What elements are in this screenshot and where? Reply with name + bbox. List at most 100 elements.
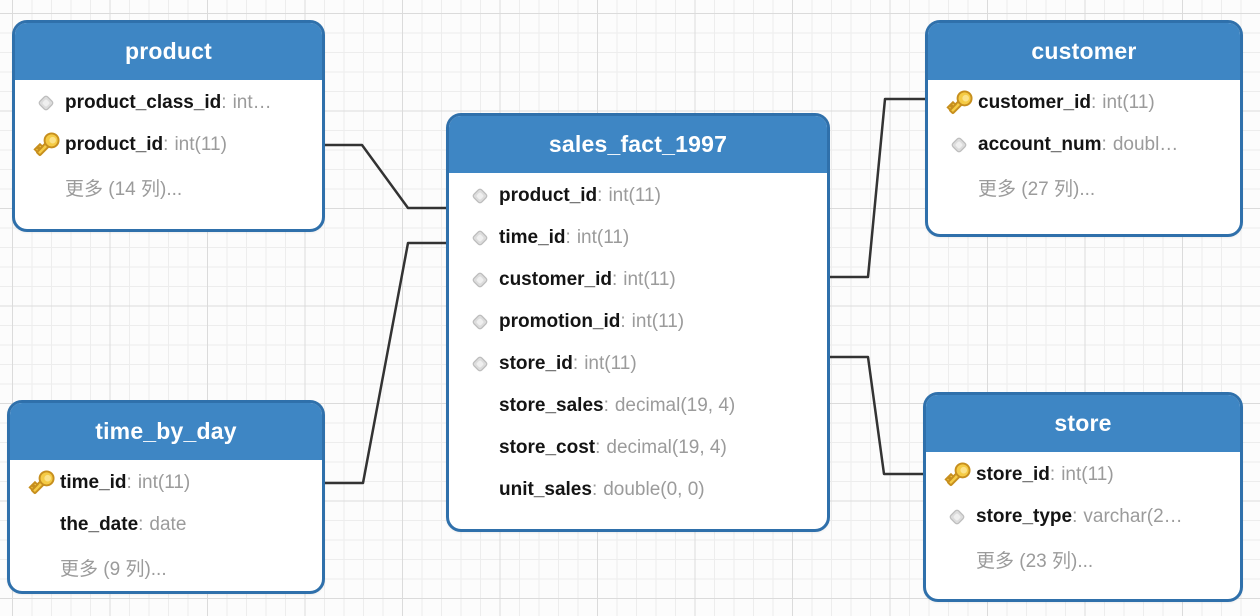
table-title: sales_fact_1997 [548,131,728,157]
field-type: int(11) [608,185,661,206]
primary-key-icon [938,459,976,492]
field-name: promotion_id [499,311,621,332]
table-title: product [125,38,212,64]
field-name: product_id [499,185,598,206]
field-separator: : [163,134,169,155]
field-type: int… [232,92,272,113]
field-name: store_type [976,506,1073,527]
relationship-line-product-sales_fact_1997[interactable] [325,143,446,210]
table-title: store [1054,410,1112,436]
field-name: store_cost [499,437,596,458]
field-separator: : [603,395,609,416]
table-header-time_by_day[interactable]: time_by_day [10,403,322,460]
field-type: int(11) [623,269,676,290]
field-row-promotion_id[interactable]: promotion_id:int(11) [449,301,827,343]
more-columns-row[interactable]: 更多 (9 列)... [10,546,322,588]
field-row-product_id[interactable]: product_id:int(11) [15,124,322,166]
table-header-sales_fact_1997[interactable]: sales_fact_1997 [449,116,827,173]
field-type: double(0, 0) [603,479,705,500]
field-type: int(11) [174,134,227,155]
more-columns-row[interactable]: 更多 (14 列)... [15,166,322,208]
table-body: product_id:int(11)time_id:int(11)custome… [449,173,827,511]
field-separator: : [591,479,598,500]
field-name: store_sales [499,395,604,416]
field-type: doubl… [1112,134,1179,155]
more-columns-label: 更多 (14 列)... [65,178,183,200]
foreign-key-diamond-icon [461,185,499,207]
primary-key-icon [22,467,60,500]
field-separator: : [1072,506,1078,527]
field-row-time_id[interactable]: time_id:int(11) [10,462,322,504]
field-separator: : [138,514,144,535]
more-columns-row[interactable]: 更多 (27 列)... [928,166,1240,208]
foreign-key-diamond-icon [461,353,499,375]
relationship-line-sales_fact_1997-store[interactable] [830,355,923,476]
more-columns-label: 更多 (9 列)... [60,558,167,580]
primary-key-icon [940,87,978,120]
primary-key-icon [27,129,65,162]
field-type: int(11) [584,353,637,374]
foreign-key-diamond-icon [940,134,978,156]
field-name: product_class_id [65,92,222,113]
foreign-key-diamond-icon [461,269,499,291]
table-body: customer_id:int(11)account_num:doubl…更多 … [928,80,1240,208]
field-row-store_id[interactable]: store_id:int(11) [926,454,1240,496]
field-row-store_id[interactable]: store_id:int(11) [449,343,827,385]
field-name: time_id [60,472,127,493]
field-row-account_num[interactable]: account_num:doubl… [928,124,1240,166]
field-row-customer_id[interactable]: customer_id:int(11) [928,82,1240,124]
field-separator: : [221,92,227,113]
field-name: store_id [499,353,573,374]
field-row-customer_id[interactable]: customer_id:int(11) [449,259,827,301]
foreign-key-diamond-icon [461,311,499,333]
field-separator: : [572,353,579,374]
field-name: the_date [60,514,139,535]
relationship-line-time_by_day-sales_fact_1997[interactable] [325,241,446,485]
field-separator: : [597,185,603,206]
relationship-line-sales_fact_1997-customer[interactable] [830,97,925,279]
table-header-store[interactable]: store [926,395,1240,452]
field-row-store_sales[interactable]: store_sales:decimal(19, 4) [449,385,827,427]
table-header-product[interactable]: product [15,23,322,80]
field-name: time_id [499,227,566,248]
field-separator: : [611,269,618,290]
field-name: store_id [976,464,1050,485]
field-row-the_date[interactable]: the_date:date [10,504,322,546]
field-row-unit_sales[interactable]: unit_sales:double(0, 0) [449,469,827,511]
field-type: int(11) [1102,92,1155,113]
field-row-product_id[interactable]: product_id:int(11) [449,175,827,217]
table-body: product_class_id:int…product_id:int(11)更… [15,80,322,208]
field-row-product_class_id[interactable]: product_class_id:int… [15,82,322,124]
table-header-customer[interactable]: customer [928,23,1240,80]
more-columns-label: 更多 (27 列)... [978,178,1096,200]
field-name: customer_id [978,92,1091,113]
field-type: int(11) [576,227,630,248]
field-row-store_type[interactable]: store_type:varchar(2… [926,496,1240,538]
field-name: account_num [978,134,1102,155]
field-separator: : [1101,134,1107,155]
foreign-key-diamond-icon [938,506,976,528]
field-type: decimal(19, 4) [606,437,727,458]
field-separator: : [1049,464,1056,485]
field-type: varchar(2… [1083,506,1183,527]
table-body: store_id:int(11)store_type:varchar(2…更多 … [926,452,1240,580]
field-row-time_id[interactable]: time_id:int(11) [449,217,827,259]
field-separator: : [1090,92,1097,113]
foreign-key-diamond-icon [461,227,499,249]
field-row-store_cost[interactable]: store_cost:decimal(19, 4) [449,427,827,469]
more-columns-row[interactable]: 更多 (23 列)... [926,538,1240,580]
field-separator: : [126,472,132,493]
field-name: product_id [65,134,164,155]
field-separator: : [595,437,601,458]
field-type: int(11) [137,472,191,493]
field-name: customer_id [499,269,612,290]
more-columns-label: 更多 (23 列)... [976,550,1094,572]
